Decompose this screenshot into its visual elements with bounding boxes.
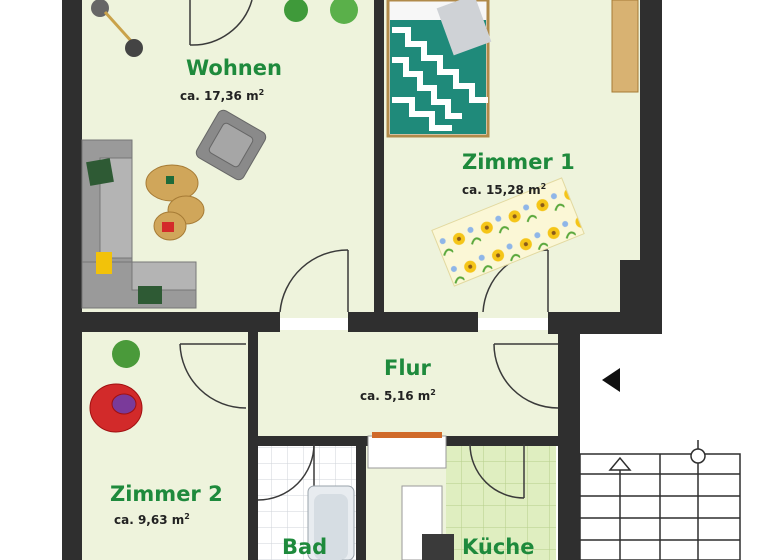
room-name-zimmer2: Zimmer 2 — [110, 482, 223, 506]
plant-icon — [284, 0, 358, 24]
rug — [431, 177, 585, 287]
room-name-wohnen: Wohnen — [186, 56, 282, 80]
cushion — [138, 286, 162, 304]
cushion-yellow — [96, 252, 112, 274]
cushion — [86, 158, 114, 186]
room-area-zimmer2: ca. 9,63 m2 — [114, 512, 190, 527]
room-area-zimmer1: ca. 15,28 m2 — [462, 182, 547, 197]
room-area-wohnen: ca. 17,36 m2 — [180, 88, 265, 103]
room-name-kueche: Küche — [462, 535, 535, 559]
floor-zimmer2 — [80, 330, 248, 560]
room-area-flur: ca. 5,16 m2 — [360, 388, 436, 403]
entrance-arrow-icon — [602, 368, 620, 392]
floor-lamp-icon — [91, 0, 143, 57]
room-name-bad: Bad — [282, 535, 328, 559]
armchair-icon — [195, 109, 267, 181]
coffee-tables — [145, 164, 205, 241]
desk — [611, 0, 639, 93]
floor-flur — [258, 330, 578, 436]
staircase-up-icon — [579, 440, 741, 560]
floor-kueche — [446, 444, 556, 560]
chair — [89, 383, 143, 433]
shelf — [367, 435, 447, 469]
plant-icon — [112, 340, 140, 368]
room-name-zimmer1: Zimmer 1 — [462, 150, 575, 174]
walls — [62, 0, 662, 560]
room-name-flur: Flur — [384, 356, 431, 380]
